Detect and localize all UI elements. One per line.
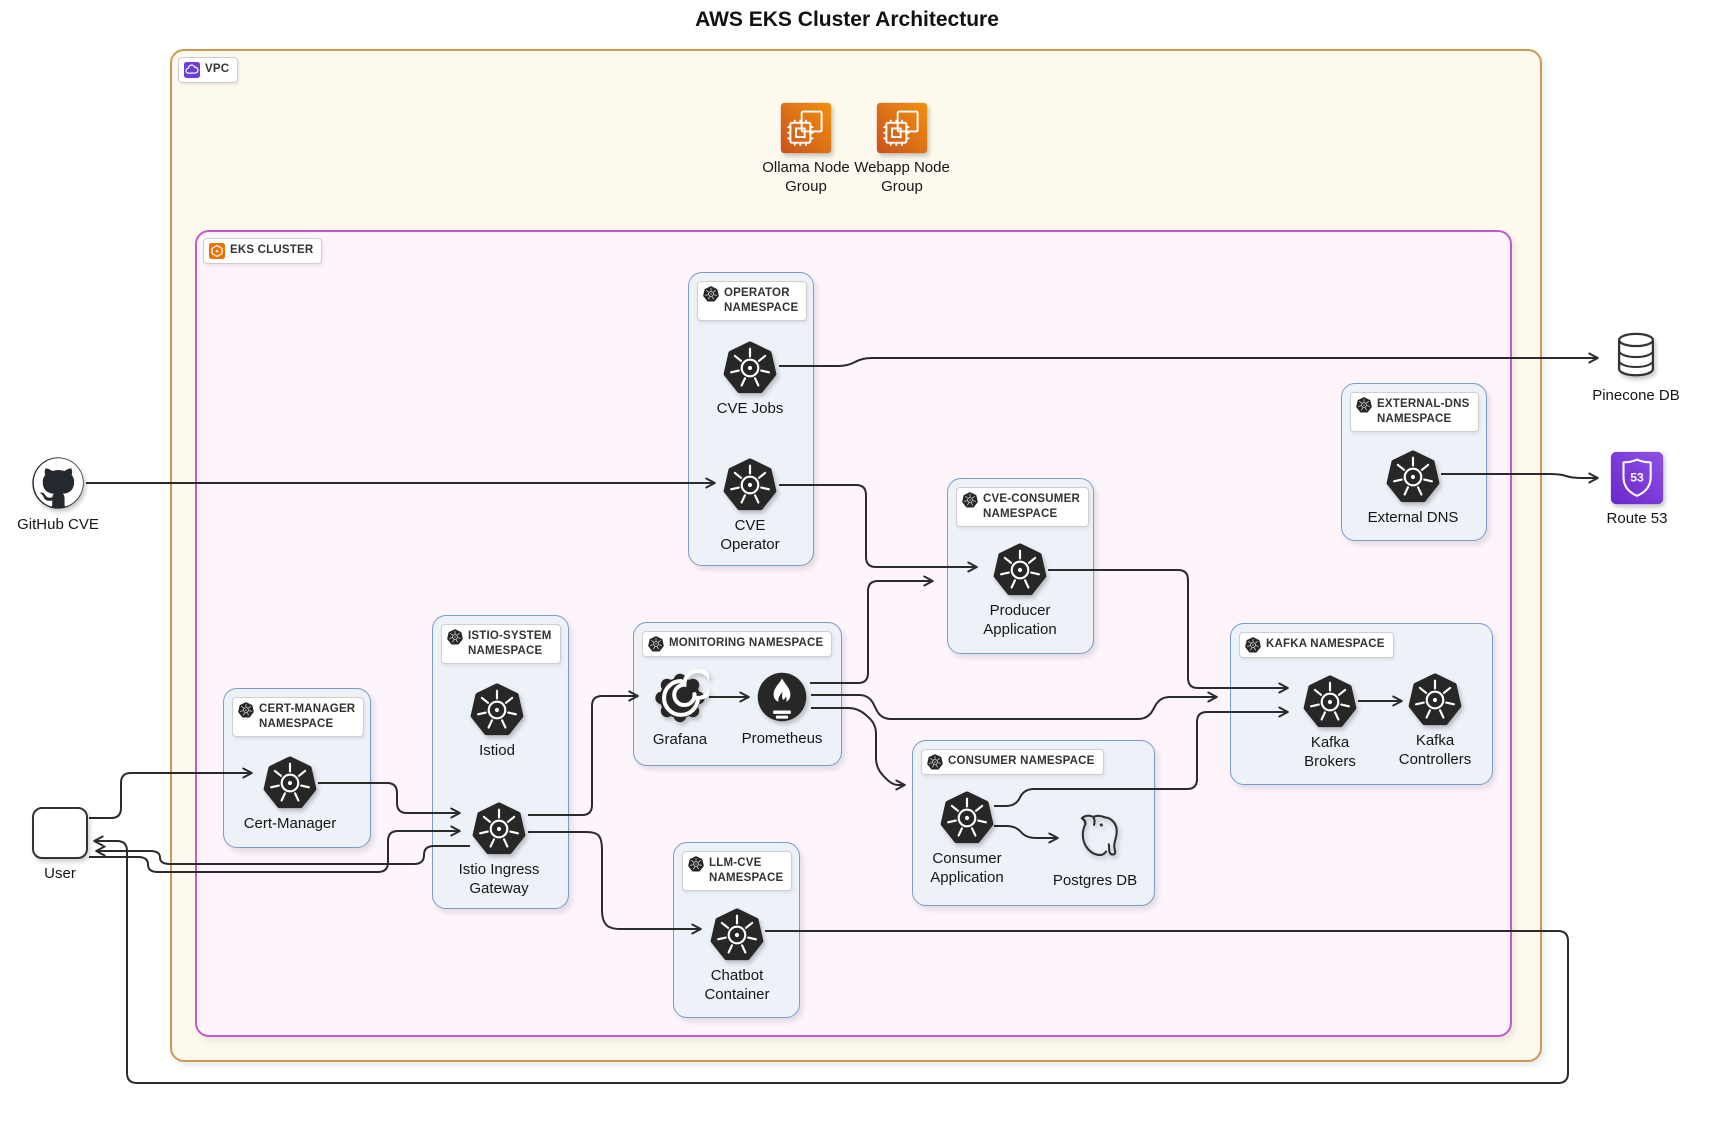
eks-icon — [209, 243, 225, 259]
ec2-icon — [876, 102, 928, 154]
kubernetes-icon — [723, 458, 777, 512]
kubernetes-icon — [1303, 675, 1357, 729]
node-kafka-controllers — [1408, 673, 1462, 727]
github-icon — [30, 455, 86, 511]
node-webapp-node-group — [876, 102, 928, 154]
node-label: Pinecone DB — [1592, 387, 1680, 404]
node-cve-jobs — [723, 341, 777, 395]
kubernetes-icon — [447, 629, 463, 645]
grafana-icon — [651, 668, 709, 726]
kubernetes-icon — [263, 756, 317, 810]
kubernetes-icon — [238, 702, 254, 718]
cylinder-icon — [1610, 330, 1662, 382]
node-producer-application — [993, 543, 1047, 597]
ec2-icon — [780, 102, 832, 154]
container-label-text: EKS CLUSTER — [230, 244, 314, 256]
kubernetes-icon — [703, 286, 719, 302]
node-github-cve — [30, 455, 86, 511]
node-pinecone-db — [1610, 330, 1662, 382]
kubernetes-icon — [940, 791, 994, 845]
node-label: Istiod — [479, 742, 515, 759]
node-label: Cert-Manager — [243, 815, 337, 832]
route53-icon: 53 — [1610, 451, 1664, 505]
kubernetes-icon — [648, 636, 664, 652]
container-label: KAFKA NAMESPACE — [1239, 632, 1394, 658]
node-label: GitHub CVE — [17, 516, 99, 533]
kubernetes-icon — [1245, 637, 1261, 653]
kubernetes-icon — [1408, 673, 1462, 727]
diagram-title: AWS EKS Cluster Architecture — [695, 8, 999, 31]
node-label: External DNS — [1367, 509, 1459, 526]
node-external-dns — [1386, 450, 1440, 504]
kubernetes-icon — [962, 492, 978, 508]
kubernetes-icon — [993, 543, 1047, 597]
kubernetes-icon — [927, 754, 943, 770]
node-chatbot-container — [710, 908, 764, 962]
kubernetes-icon — [470, 683, 524, 737]
node-consumer-application — [940, 791, 994, 845]
route53-badge-text: 53 — [1630, 471, 1644, 485]
node-route-53: 53 — [1610, 451, 1664, 505]
node-label: Grafana — [652, 731, 708, 748]
container-label-text: KAFKA NAMESPACE — [1266, 638, 1385, 650]
kubernetes-icon — [472, 802, 526, 856]
kubernetes-icon — [710, 908, 764, 962]
prometheus-icon — [754, 669, 810, 725]
node-prometheus — [754, 669, 810, 725]
node-label: CVE Jobs — [716, 400, 784, 417]
node-istio-ingress-gateway — [472, 802, 526, 856]
kubernetes-icon — [1386, 450, 1440, 504]
container-label: VPC — [178, 57, 239, 83]
container-label: MONITORING NAMESPACE — [642, 631, 833, 657]
node-kafka-brokers — [1303, 675, 1357, 729]
user-box — [32, 807, 88, 859]
container-label-text: VPC — [205, 63, 230, 75]
node-label: Postgres DB — [1052, 872, 1138, 889]
kubernetes-icon — [723, 341, 777, 395]
container-label-text: MONITORING NAMESPACE — [669, 637, 824, 649]
node-cert-manager — [263, 756, 317, 810]
node-label: User — [44, 865, 76, 882]
node-label: Prometheus — [741, 730, 823, 747]
node-cve-operator — [723, 458, 777, 512]
container-label: CONSUMER NAMESPACE — [921, 749, 1104, 775]
kubernetes-icon — [1356, 397, 1372, 413]
node-postgres-db — [1066, 809, 1124, 867]
vpc-icon — [184, 62, 200, 78]
kubernetes-icon — [688, 856, 704, 872]
node-label: Route 53 — [1606, 510, 1668, 527]
postgres-icon — [1066, 809, 1124, 867]
node-grafana — [651, 668, 709, 726]
container-label-text: CONSUMER NAMESPACE — [948, 755, 1095, 767]
node-istiod — [470, 683, 524, 737]
node-ollama-node-group — [780, 102, 832, 154]
container-label: EKS CLUSTER — [203, 238, 323, 264]
